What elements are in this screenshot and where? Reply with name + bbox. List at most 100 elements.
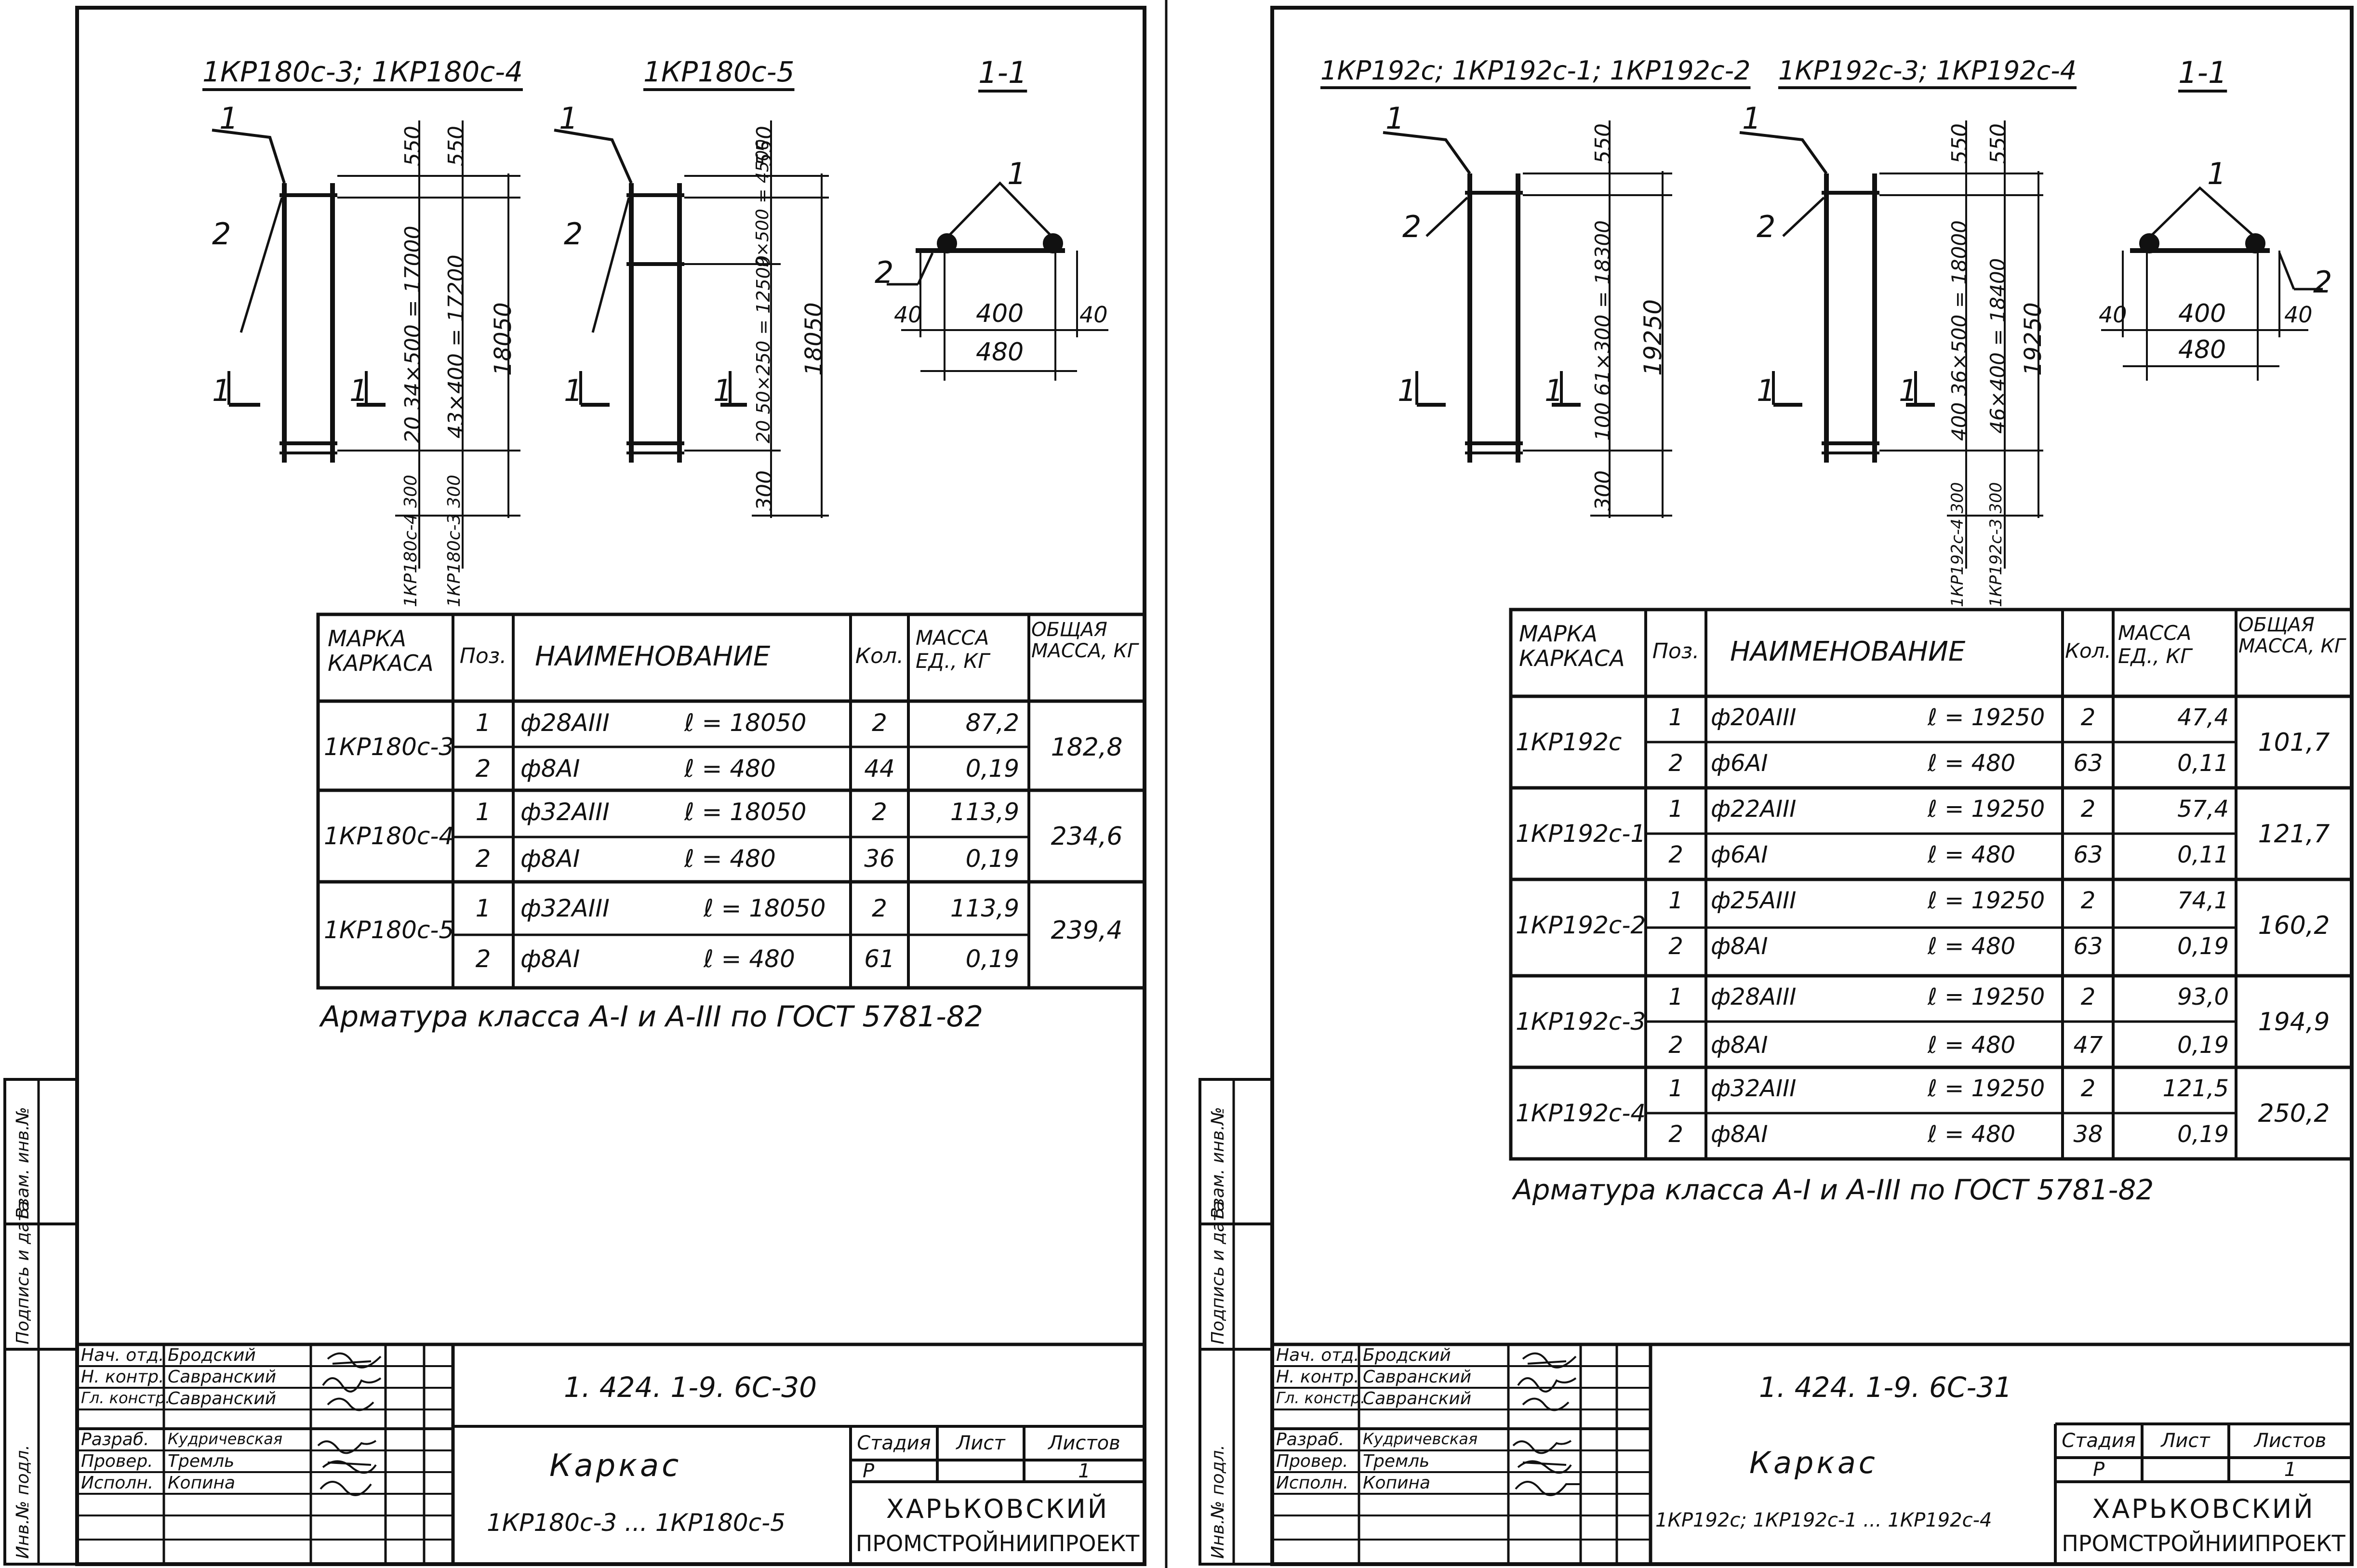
table-cell-name: ф8АI xyxy=(520,755,580,783)
stamp-role: Н. контр. xyxy=(81,1367,164,1387)
table-header-mark: МАРКА КАРКАСА xyxy=(1519,621,1625,671)
section-mark-label: 1 xyxy=(564,373,583,408)
section-total: 480 xyxy=(976,338,1024,367)
table-cell-pos: 1 xyxy=(1668,983,1683,1010)
table-cell-qty: 63 xyxy=(2073,750,2103,777)
table-header-unit-mass: МАССА ЕД., КГ xyxy=(2118,621,2192,668)
callout-position-1: 1 xyxy=(1742,101,1761,136)
dimension-label: 550 xyxy=(1591,123,1615,164)
document-title: Каркас xyxy=(1749,1445,1878,1480)
table-header-total-mass: ОБЩАЯ МАССА, КГ xyxy=(2238,614,2345,657)
view-title-b: 1КР192с-3; 1КР192с-4 xyxy=(1778,55,2077,86)
table-cell-mass: 93,0 xyxy=(2177,983,2229,1010)
table-cell-unit-mass: 0,19 xyxy=(965,845,1019,873)
stamp-name: Тремль xyxy=(1363,1451,1430,1471)
stamp-name: Савранский xyxy=(168,1389,277,1409)
organization-name-line2: ПРОМСТРОЙНИИПРОЕКТ xyxy=(855,1530,1140,1556)
section-cover-left: 40 xyxy=(894,302,922,328)
stamp-role: Нач. отд. xyxy=(1276,1345,1359,1365)
stamp-stage-value: Р xyxy=(863,1460,875,1482)
dimension-label: 1КР192с-4 300 xyxy=(1948,482,1967,607)
table-header-pos: Поз. xyxy=(1652,639,1700,664)
table-cell-pos: 1 xyxy=(1668,796,1683,823)
table-cell-len: ℓ = 19250 xyxy=(1928,983,2045,1010)
callout-position-1: 1 xyxy=(559,101,578,136)
table-cell-qty: 2 xyxy=(2080,887,2096,914)
table-cell-len: ℓ = 19250 xyxy=(1928,1075,2045,1102)
table-cell-mark: 1КР192с-1 xyxy=(1516,820,1646,848)
stamp-name: Кудричевская xyxy=(1363,1430,1478,1448)
document-code: 1. 424. 1-9. 6С-30 xyxy=(564,1371,817,1404)
table-cell-len: ℓ = 19250 xyxy=(1928,796,2045,823)
table-cell-mark: 1КР180с-5 xyxy=(324,916,454,944)
table-cell-name: ф32АIII xyxy=(520,798,610,826)
table-cell-mass: 74,1 xyxy=(2177,887,2229,914)
table-cell-name: ф32АIII xyxy=(1711,1075,1797,1102)
table-cell-mass: 0,19 xyxy=(2177,1032,2229,1059)
table-cell-pos: 1 xyxy=(475,709,491,737)
stamp-name: Бродский xyxy=(1363,1345,1451,1365)
stamp-role: Провер. xyxy=(1276,1451,1348,1471)
callout-position-1: 1 xyxy=(219,101,239,136)
section-cover-right: 40 xyxy=(1079,302,1108,328)
table-cell-name: ф8АI xyxy=(520,845,580,873)
callout-position-2: 2 xyxy=(875,255,894,290)
table-cell-mass: 0,19 xyxy=(2177,1121,2229,1148)
side-label-inventory: Инв.№ подл. xyxy=(1208,1445,1228,1559)
table-cell-pos: 2 xyxy=(1668,750,1683,777)
table-cell-name: ф8АI xyxy=(1711,1121,1768,1148)
table-cell-unit-mass: 113,9 xyxy=(950,894,1019,922)
table-cell-pos: 1 xyxy=(1668,704,1683,731)
callout-position-2: 2 xyxy=(1757,209,1776,244)
table-cell-qty: 2 xyxy=(872,709,887,737)
table-cell-pos: 1 xyxy=(475,798,491,826)
table-cell-len: ℓ = 19250 xyxy=(1928,887,2045,914)
table-cell-total-mass: 160,2 xyxy=(2258,911,2330,940)
section-cover-right: 40 xyxy=(2284,302,2313,328)
table-cell-qty: 2 xyxy=(872,798,887,826)
table-cell-mass: 121,5 xyxy=(2162,1075,2229,1102)
table-cell-mass: 0,11 xyxy=(2177,750,2229,777)
stamp-role: Гл. констр. xyxy=(81,1389,171,1407)
stamp-name: Копина xyxy=(1363,1473,1431,1493)
table-cell-pos: 2 xyxy=(1668,933,1683,960)
stamp-stage-header: Стадия xyxy=(857,1432,931,1454)
table-cell-mark: 1КР192с-3 xyxy=(1516,1008,1646,1036)
section-title: 1-1 xyxy=(978,55,1027,90)
document-title: Каркас xyxy=(549,1448,682,1484)
dimension-label: 550 xyxy=(1986,123,2011,164)
stamp-name: Савранский xyxy=(168,1367,277,1387)
drawing-sheet-left: 1КР180с-3; 1КР180с-4 1КР180с-5 1-1 1 2 1… xyxy=(0,0,1176,1568)
table-cell-len: ℓ = 19250 xyxy=(1928,704,2045,731)
section-mark-label: 1 xyxy=(713,373,732,408)
table-cell-len: ℓ = 480 xyxy=(1928,1032,2016,1059)
table-cell-length: ℓ = 480 xyxy=(704,945,795,973)
table-cell-qty: 63 xyxy=(2073,933,2103,960)
table-cell-name: ф28АIII xyxy=(520,709,610,737)
stamp-name: Бродский xyxy=(168,1345,256,1365)
table-cell-total-mass: 250,2 xyxy=(2258,1099,2330,1128)
stamp-stage-value: Р xyxy=(2092,1459,2105,1481)
stamp-name: Копина xyxy=(168,1473,236,1493)
section-title: 1-1 xyxy=(2178,55,2227,90)
table-cell-pos: 2 xyxy=(1668,1032,1683,1059)
callout-position-1: 1 xyxy=(1385,101,1405,136)
table-cell-unit-mass: 0,19 xyxy=(965,945,1019,973)
stamp-name: Савранский xyxy=(1363,1389,1472,1409)
document-code: 1. 424. 1-9. 6С-31 xyxy=(1759,1371,2012,1404)
document-subtitle: 1КР180с-3 ... 1КР180с-5 xyxy=(487,1509,786,1537)
sheet-frame-right xyxy=(1198,6,2354,1566)
table-cell-unit-mass: 113,9 xyxy=(950,798,1019,826)
stamp-sheets-header: Листов xyxy=(2254,1430,2327,1452)
table-cell-len: ℓ = 480 xyxy=(1928,841,2016,868)
table-header-qty: Кол. xyxy=(2065,639,2111,663)
table-cell-qty: 2 xyxy=(872,894,887,922)
callout-position-2: 2 xyxy=(1402,209,1422,244)
table-cell-len: ℓ = 480 xyxy=(1928,1121,2016,1148)
dimension-label: 400 36×500 = 18000 xyxy=(1947,220,1971,441)
callout-position-2: 2 xyxy=(564,216,583,252)
stamp-sheets-header: Листов xyxy=(1048,1432,1120,1454)
stamp-sheet-header: Лист xyxy=(2161,1430,2210,1452)
signature-marks xyxy=(317,1352,382,1496)
table-cell-name: ф25АIII xyxy=(1711,887,1797,914)
